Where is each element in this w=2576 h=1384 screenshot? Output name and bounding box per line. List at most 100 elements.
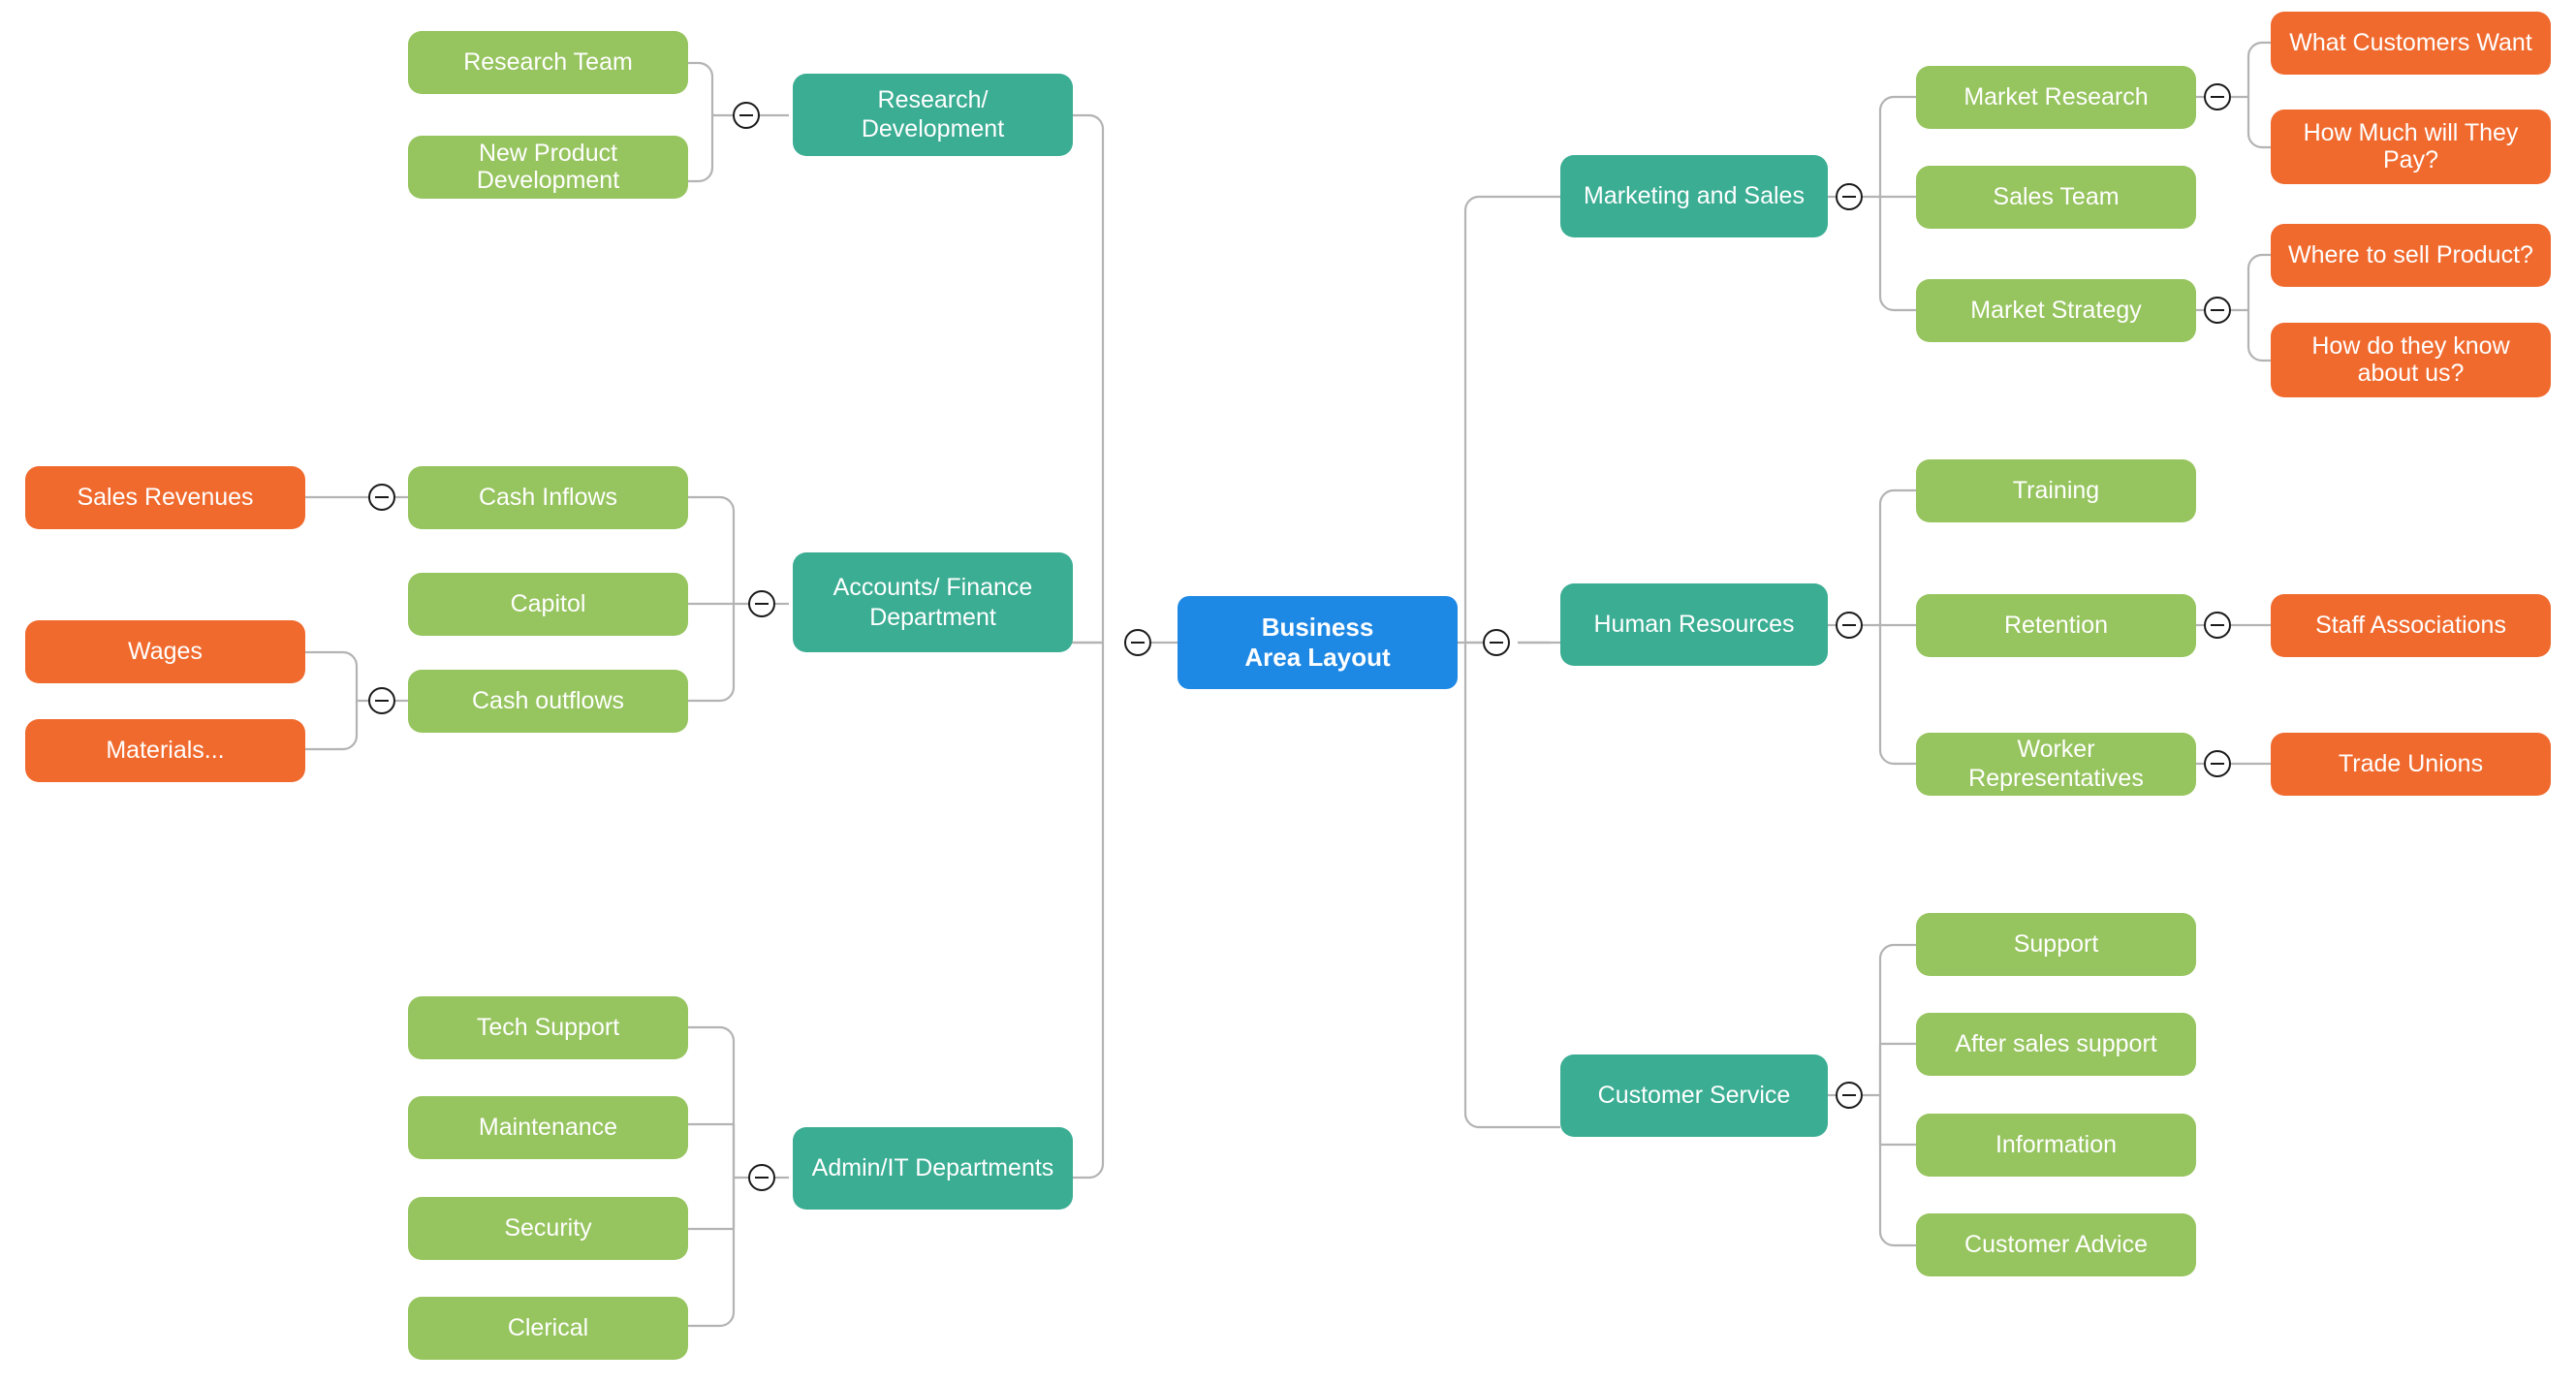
leaf-node-how-much-will-they-pay[interactable]: How Much will They Pay? bbox=[2271, 110, 2551, 184]
collapse-toggle-market-strategy[interactable] bbox=[2204, 297, 2231, 324]
collapse-toggle-research-development[interactable] bbox=[733, 102, 760, 129]
collapse-minus-icon bbox=[375, 699, 389, 703]
branch-label-research-development: Research/ Development bbox=[861, 86, 1005, 142]
collapse-minus-icon bbox=[755, 1176, 769, 1180]
sub-node-retention[interactable]: Retention bbox=[1916, 594, 2196, 657]
sub-node-support[interactable]: Support bbox=[1916, 913, 2196, 976]
collapse-minus-icon bbox=[2211, 308, 2224, 312]
branch-node-marketing-and-sales[interactable]: Marketing and Sales bbox=[1560, 155, 1828, 237]
branch-node-research-development[interactable]: Research/ Development bbox=[793, 74, 1073, 156]
sub-label-cash-inflows: Cash Inflows bbox=[478, 483, 618, 511]
collapse-minus-icon bbox=[739, 113, 753, 117]
collapse-minus-icon bbox=[1842, 1093, 1856, 1097]
sub-node-customer-advice[interactable]: Customer Advice bbox=[1916, 1213, 2196, 1276]
leaf-node-staff-associations[interactable]: Staff Associations bbox=[2271, 594, 2551, 657]
sub-label-sales-team: Sales Team bbox=[1993, 182, 2120, 210]
sub-node-clerical[interactable]: Clerical bbox=[408, 1297, 688, 1360]
sub-node-cash-inflows[interactable]: Cash Inflows bbox=[408, 466, 688, 529]
branch-node-customer-service[interactable]: Customer Service bbox=[1560, 1054, 1828, 1137]
collapse-minus-icon bbox=[1842, 623, 1856, 627]
sub-label-after-sales-support: After sales support bbox=[1955, 1029, 2157, 1057]
branch-label-customer-service: Customer Service bbox=[1597, 1081, 1791, 1109]
sub-node-cash-outflows[interactable]: Cash outflows bbox=[408, 670, 688, 733]
sub-node-tech-support[interactable]: Tech Support bbox=[408, 996, 688, 1059]
collapse-minus-icon bbox=[755, 602, 769, 606]
leaf-label-where-to-sell-product: Where to sell Product? bbox=[2288, 240, 2533, 268]
collapse-minus-icon bbox=[2211, 762, 2224, 766]
leaf-node-trade-unions[interactable]: Trade Unions bbox=[2271, 733, 2551, 796]
leaf-label-materials: Materials... bbox=[106, 736, 225, 764]
collapse-toggle-worker-representatives[interactable] bbox=[2204, 750, 2231, 777]
collapse-minus-icon bbox=[1842, 195, 1856, 199]
collapse-toggle-root-right[interactable] bbox=[1483, 629, 1510, 656]
sub-label-training: Training bbox=[2012, 476, 2100, 504]
leaf-node-what-customers-want[interactable]: What Customers Want bbox=[2271, 12, 2551, 75]
branch-label-marketing-and-sales: Marketing and Sales bbox=[1584, 181, 1805, 209]
sub-label-research-team: Research Team bbox=[463, 47, 633, 76]
branch-label-admin-it-departments: Admin/IT Departments bbox=[811, 1153, 1054, 1181]
sub-label-support: Support bbox=[2013, 929, 2099, 958]
leaf-node-where-to-sell-product[interactable]: Where to sell Product? bbox=[2271, 224, 2551, 287]
new-product-development-line-2: Development bbox=[476, 166, 620, 194]
collapse-toggle-cash-inflows[interactable] bbox=[368, 484, 395, 511]
collapse-toggle-human-resources[interactable] bbox=[1836, 612, 1863, 639]
collapse-minus-icon bbox=[2211, 95, 2224, 99]
collapse-toggle-retention[interactable] bbox=[2204, 612, 2231, 639]
collapse-minus-icon bbox=[1131, 641, 1145, 645]
branch-node-human-resources[interactable]: Human Resources bbox=[1560, 583, 1828, 666]
collapse-minus-icon bbox=[375, 495, 389, 499]
sub-label-market-strategy: Market Strategy bbox=[1970, 296, 2142, 324]
sub-label-cash-outflows: Cash outflows bbox=[471, 686, 625, 714]
sub-node-worker-representatives[interactable]: Worker Representatives bbox=[1916, 733, 2196, 796]
collapse-toggle-customer-service[interactable] bbox=[1836, 1082, 1863, 1109]
sub-node-research-team[interactable]: Research Team bbox=[408, 31, 688, 94]
leaf-node-materials[interactable]: Materials... bbox=[25, 719, 305, 782]
new-product-development-line-1: New Product bbox=[478, 140, 618, 167]
sub-node-capitol[interactable]: Capitol bbox=[408, 573, 688, 636]
collapse-toggle-accounts-finance[interactable] bbox=[748, 590, 775, 617]
leaf-label-how-do-they-know-about-us: How do they know about us? bbox=[2311, 332, 2510, 387]
root-node-line-2: Area Layout bbox=[1244, 643, 1391, 672]
accounts-finance-line-1: Accounts/ Finance bbox=[832, 574, 1033, 601]
sub-node-after-sales-support[interactable]: After sales support bbox=[1916, 1013, 2196, 1076]
sub-label-maintenance: Maintenance bbox=[478, 1113, 618, 1141]
leaf-label-staff-associations: Staff Associations bbox=[2315, 611, 2506, 639]
collapse-toggle-market-research[interactable] bbox=[2204, 83, 2231, 110]
collapse-toggle-admin-it-departments[interactable] bbox=[748, 1164, 775, 1191]
sub-node-sales-team[interactable]: Sales Team bbox=[1916, 166, 2196, 229]
sub-node-market-strategy[interactable]: Market Strategy bbox=[1916, 279, 2196, 342]
sub-node-information[interactable]: Information bbox=[1916, 1114, 2196, 1177]
branch-node-admin-it-departments[interactable]: Admin/IT Departments bbox=[793, 1127, 1073, 1210]
collapse-toggle-root-left[interactable] bbox=[1124, 629, 1151, 656]
sub-label-market-research: Market Research bbox=[1963, 82, 2149, 110]
sub-label-tech-support: Tech Support bbox=[476, 1013, 620, 1041]
sub-node-market-research[interactable]: Market Research bbox=[1916, 66, 2196, 129]
sub-node-security[interactable]: Security bbox=[408, 1197, 688, 1260]
sub-label-capitol: Capitol bbox=[510, 589, 586, 617]
leaf-node-wages[interactable]: Wages bbox=[25, 620, 305, 683]
sub-label-customer-advice: Customer Advice bbox=[1964, 1230, 2148, 1258]
sub-label-security: Security bbox=[504, 1213, 592, 1242]
leaf-label-how-much-will-they-pay: How Much will They Pay? bbox=[2303, 119, 2519, 173]
collapse-minus-icon bbox=[2211, 623, 2224, 627]
root-node-line-1: Business bbox=[1261, 613, 1374, 643]
leaf-label-wages: Wages bbox=[128, 637, 203, 665]
leaf-node-how-do-they-know-about-us[interactable]: How do they know about us? bbox=[2271, 323, 2551, 397]
sub-label-information: Information bbox=[1995, 1130, 2118, 1158]
sub-node-training[interactable]: Training bbox=[1916, 459, 2196, 522]
leaf-label-sales-revenues: Sales Revenues bbox=[77, 483, 254, 511]
sub-label-clerical: Clerical bbox=[507, 1313, 589, 1341]
leaf-node-sales-revenues[interactable]: Sales Revenues bbox=[25, 466, 305, 529]
sub-label-worker-representatives: Worker Representatives bbox=[1968, 736, 2144, 792]
leaf-label-trade-unions: Trade Unions bbox=[2338, 749, 2484, 777]
collapse-toggle-cash-outflows[interactable] bbox=[368, 687, 395, 714]
collapse-toggle-marketing-and-sales[interactable] bbox=[1836, 183, 1863, 210]
sub-node-maintenance[interactable]: Maintenance bbox=[408, 1096, 688, 1159]
